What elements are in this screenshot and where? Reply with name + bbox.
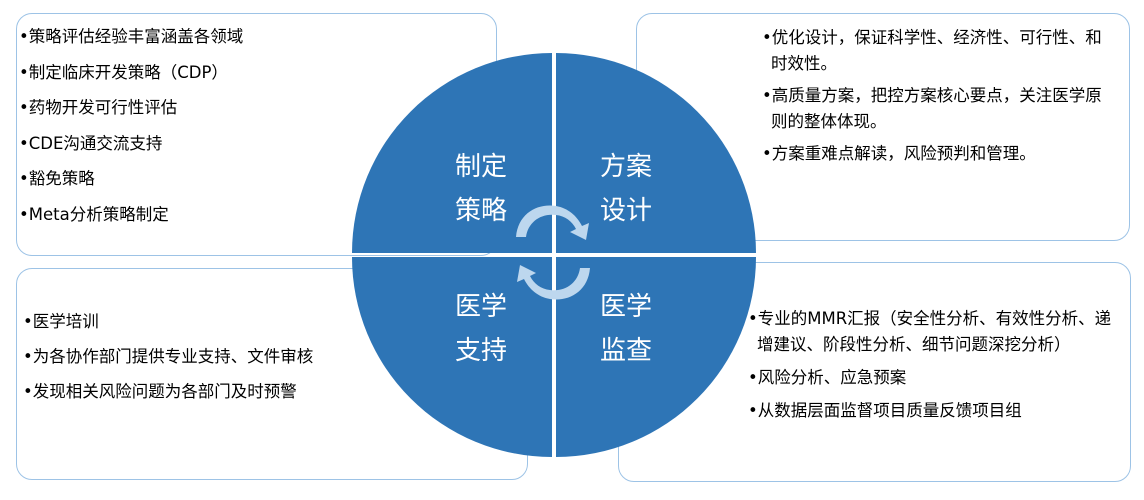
quadrant-support — [352, 257, 552, 457]
quadrant-label-line: 监查 — [599, 336, 652, 366]
quadrant-design — [556, 53, 756, 253]
list-item: 豁免策略 — [19, 168, 489, 189]
quadrant-label-line: 医学 — [454, 292, 507, 322]
list-item: 风险分析、应急预案 — [748, 365, 1114, 391]
quadrant-label-strategy: 制定 策略 — [441, 145, 521, 233]
quadrant-label-line: 医学 — [599, 292, 652, 322]
support-list: 医学培训 为各协作部门提供专业支持、文件审核 发现相关风险问题为各部门及时预警 — [23, 311, 503, 416]
list-item: Meta分析策略制定 — [19, 204, 489, 225]
list-item: 医学培训 — [23, 311, 503, 332]
list-item: 专业的MMR汇报（安全性分析、有效性分析、递增建议、阶段性分析、细节问题深挖分析… — [748, 306, 1114, 358]
strategy-list: 策略评估经验丰富涵盖各领域 制定临床开发策略（CDP） 药物开发可行性评估 CD… — [19, 26, 489, 239]
list-item: 发现相关风险问题为各部门及时预警 — [23, 381, 503, 402]
quadrant-label-line: 制定 — [454, 152, 507, 182]
quadrant-monitoring — [556, 257, 756, 457]
list-item: 策略评估经验丰富涵盖各领域 — [19, 26, 489, 47]
list-item: 方案重难点解读，风险预判和管理。 — [762, 141, 1118, 167]
list-item: CDE沟通交流支持 — [19, 133, 489, 154]
list-item: 高质量方案，把控方案核心要点，关注医学原则的整体体现。 — [762, 83, 1118, 135]
quadrant-label-support: 医学 支持 — [441, 285, 521, 373]
list-item: 优化设计，保证科学性、经济性、可行性、和时效性。 — [762, 25, 1118, 77]
cycle-arrow-top-icon — [516, 205, 589, 240]
list-item: 从数据层面监督项目质量反馈项目组 — [748, 398, 1114, 424]
quadrant-label-monitoring: 医学 监查 — [586, 285, 666, 373]
quadrant-label-line: 方案 — [599, 152, 652, 182]
quadrant-label-line: 设计 — [599, 196, 652, 226]
quadrant-strategy — [352, 53, 552, 253]
cycle-arrow-bottom-icon — [517, 265, 590, 300]
list-item: 制定临床开发策略（CDP） — [19, 62, 489, 83]
list-item: 药物开发可行性评估 — [19, 97, 489, 118]
list-item: 为各协作部门提供专业支持、文件审核 — [23, 346, 503, 367]
quadrant-label-design: 方案 设计 — [586, 145, 666, 233]
quadrant-label-line: 支持 — [454, 336, 507, 366]
design-list: 优化设计，保证科学性、经济性、可行性、和时效性。 高质量方案，把控方案核心要点，… — [762, 25, 1118, 173]
monitoring-list: 专业的MMR汇报（安全性分析、有效性分析、递增建议、阶段性分析、细节问题深挖分析… — [748, 306, 1114, 431]
quadrant-label-line: 策略 — [454, 196, 507, 226]
